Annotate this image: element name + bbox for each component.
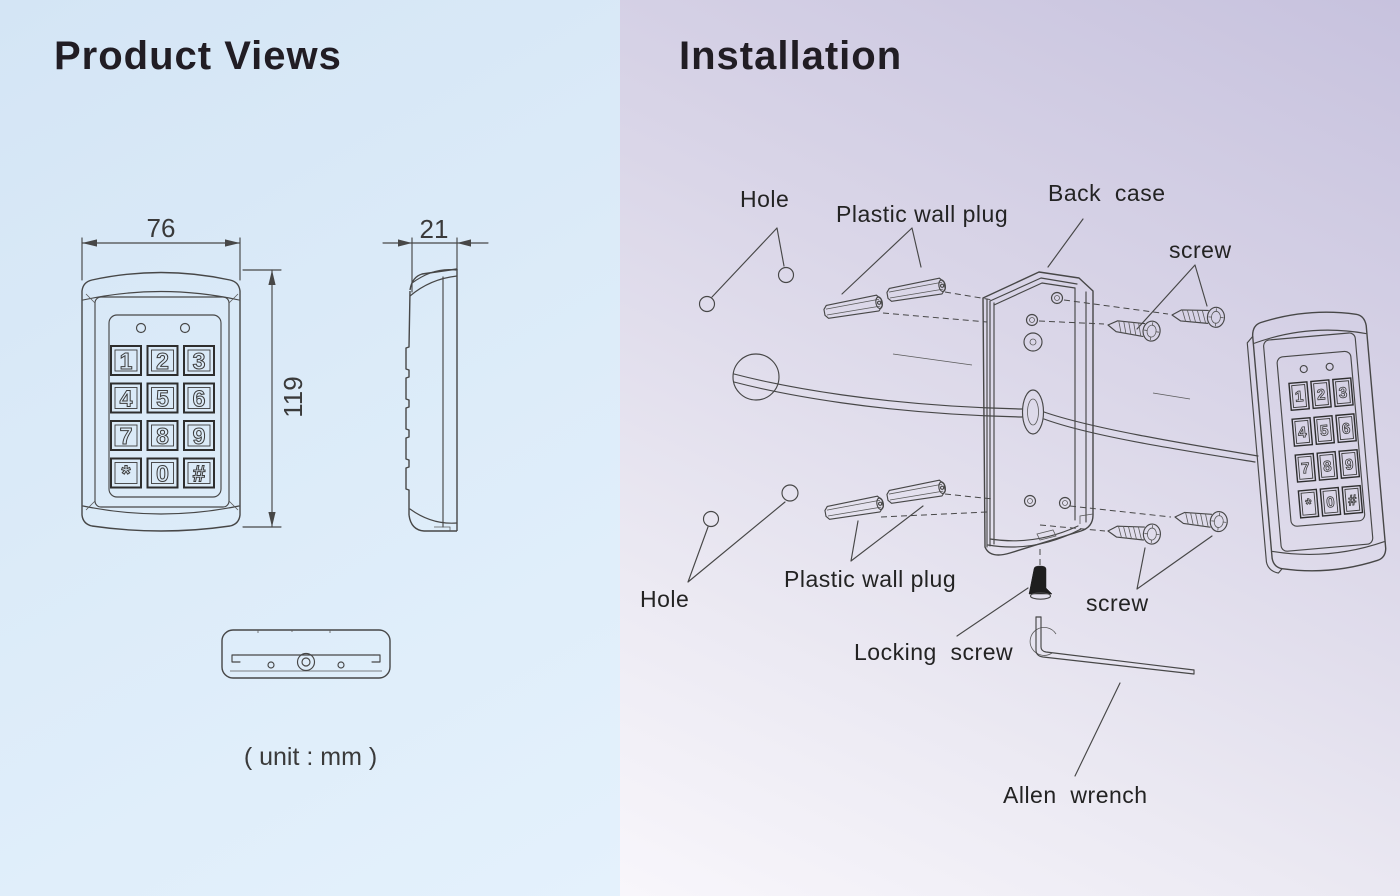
dimension-height: [242, 269, 282, 528]
keypad-key: 3: [1332, 377, 1354, 408]
label-screw-top: screw: [1169, 237, 1232, 263]
svg-text:8: 8: [1322, 458, 1332, 476]
label-plastic-wall-plug-bottom: Plastic wall plug: [784, 566, 957, 592]
svg-text:9: 9: [1344, 456, 1354, 474]
keypad-key: 1: [110, 345, 142, 376]
keypad-key: *: [1297, 488, 1320, 519]
wall-plugs: [822, 276, 948, 522]
allen-wrench-drawing: [1029, 616, 1195, 675]
keypad-key: 8: [146, 420, 179, 451]
svg-text:4: 4: [120, 385, 133, 411]
dimension-depth: [382, 237, 489, 293]
keypad-key: 0: [1319, 486, 1342, 517]
svg-text:0: 0: [1326, 494, 1336, 512]
label-locking-screw: Locking screw: [854, 639, 1014, 665]
svg-text:1: 1: [1294, 388, 1304, 406]
label-hole-bottom: Hole: [640, 586, 690, 612]
label-plastic-wall-plug-top: Plastic wall plug: [836, 201, 1009, 227]
svg-text:3: 3: [193, 348, 206, 374]
keypad-key: 5: [1313, 415, 1336, 446]
svg-text:2: 2: [156, 348, 169, 374]
keypad-key: 9: [1338, 448, 1361, 479]
svg-text:0: 0: [156, 460, 169, 486]
keypad-key: 5: [146, 382, 179, 414]
dimension-value-depth: 21: [419, 214, 449, 244]
keypad-key: 6: [1335, 413, 1357, 444]
wall-holes: [698, 266, 799, 528]
svg-text:#: #: [1348, 492, 1358, 510]
locking-screw-drawing: [1028, 565, 1053, 600]
svg-text:3: 3: [1338, 384, 1348, 402]
svg-text:7: 7: [1301, 460, 1311, 478]
svg-text:5: 5: [1319, 422, 1329, 440]
keypad-key: 6: [183, 382, 215, 414]
label-back-case: Back case: [1048, 180, 1166, 206]
svg-text:8: 8: [156, 423, 169, 449]
installation-panel: [620, 0, 1400, 896]
dimension-value-width: 76: [146, 213, 176, 243]
bottom-view-drawing: [221, 629, 391, 679]
dimension-value-height: 119: [278, 376, 308, 418]
keypad-key: 0: [146, 457, 179, 489]
svg-text:6: 6: [193, 385, 206, 411]
product-views-panel: [0, 0, 620, 896]
svg-text:#: #: [193, 460, 206, 486]
back-case-drawing: [982, 271, 1094, 556]
svg-text:*: *: [1305, 496, 1312, 513]
label-screw-bottom: screw: [1086, 590, 1149, 616]
keypad-key: #: [183, 457, 215, 489]
keypad-key: 9: [183, 420, 215, 451]
svg-text:1: 1: [120, 348, 133, 374]
svg-text:5: 5: [156, 385, 169, 411]
keypad-key: 4: [110, 382, 142, 414]
keypad-key: 8: [1316, 450, 1339, 481]
keypad-key: 4: [1291, 416, 1314, 447]
keypad-key: 7: [1294, 452, 1317, 483]
label-hole-top: Hole: [740, 186, 790, 212]
keypad-key: 2: [146, 345, 179, 376]
mounting-screws: [1106, 304, 1229, 546]
unit-note: ( unit : mm ): [243, 743, 378, 771]
svg-text:2: 2: [1316, 386, 1326, 404]
cable-drawing: [732, 353, 1259, 463]
alignment-guides: [880, 291, 1172, 565]
page-title-product-views: Product Views: [54, 34, 342, 78]
side-view-drawing: [405, 268, 458, 532]
label-allen-wrench: Allen wrench: [1003, 782, 1148, 808]
keypad-key: 3: [183, 345, 215, 376]
keypad-key: 7: [110, 420, 142, 451]
keypad-key: 1: [1288, 381, 1310, 412]
keypad-key: *: [110, 457, 142, 489]
keypad-key: 2: [1310, 379, 1332, 410]
dimension-width: [81, 237, 241, 281]
svg-text:*: *: [122, 460, 131, 486]
svg-text:6: 6: [1341, 420, 1351, 438]
leader-lines: [687, 218, 1213, 777]
svg-text:7: 7: [120, 423, 133, 449]
page-title-installation: Installation: [679, 34, 903, 78]
keypad-key: #: [1341, 484, 1364, 515]
svg-text:9: 9: [193, 423, 206, 449]
svg-text:4: 4: [1297, 424, 1307, 442]
